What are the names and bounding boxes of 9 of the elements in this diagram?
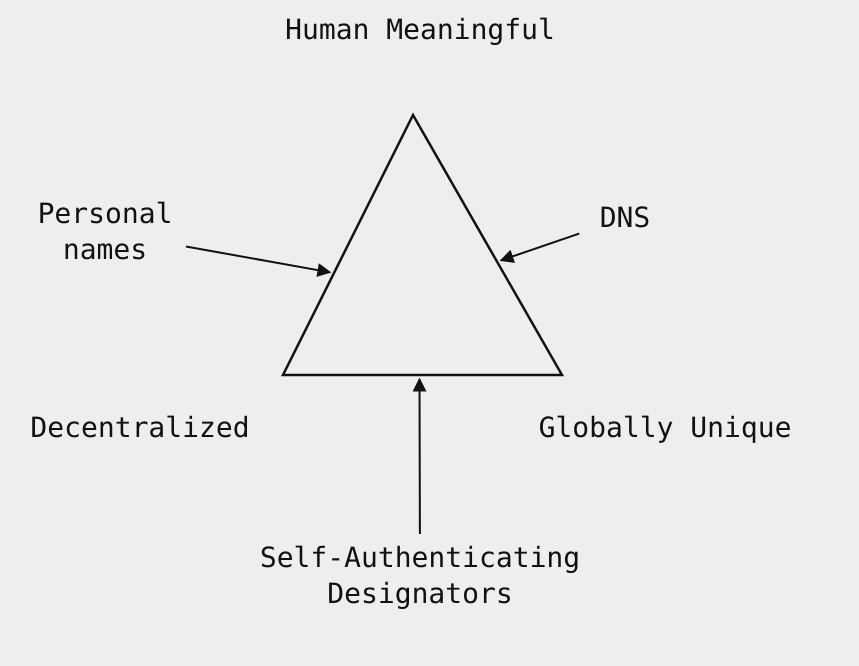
node-text: DNS <box>585 200 665 236</box>
node-text: Self-Authenticating Designators <box>170 540 670 612</box>
corner-label: Human Meaningful <box>284 12 556 48</box>
corner-label: Globally Unique <box>538 410 792 446</box>
node-text: Personal names <box>30 196 180 268</box>
arrow <box>186 246 332 277</box>
arrow <box>500 232 580 263</box>
arrow <box>412 378 427 534</box>
corner-label: Decentralized <box>29 410 251 446</box>
